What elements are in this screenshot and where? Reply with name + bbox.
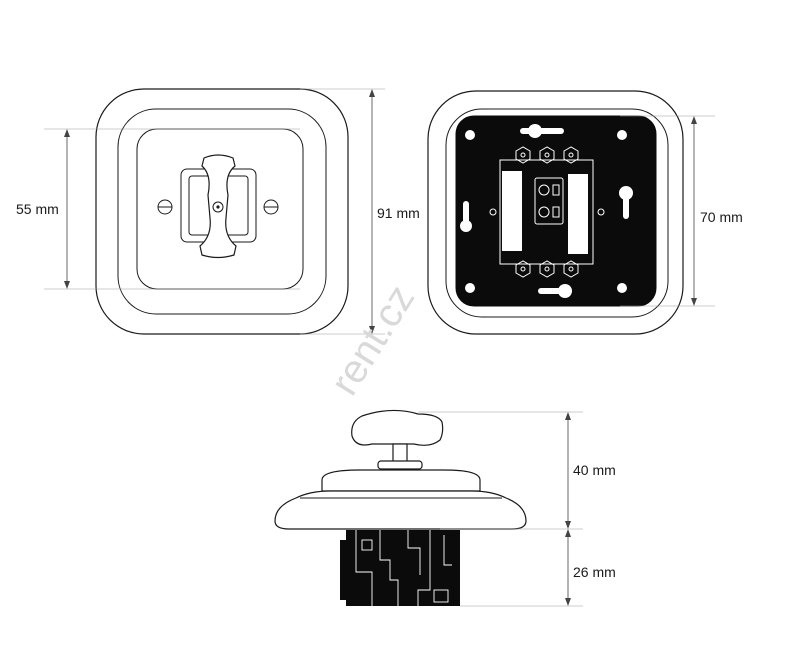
dimension-26mm: 26 mm xyxy=(460,529,616,607)
knob-collar xyxy=(377,460,423,470)
back-middle-frame xyxy=(445,108,669,318)
side-view xyxy=(274,409,527,606)
knob-shaft xyxy=(392,443,408,463)
dim-label-40mm: 40 mm xyxy=(573,462,616,478)
mounting-slot-right xyxy=(619,186,633,219)
dim-label-70mm: 70 mm xyxy=(700,209,743,225)
dim-label-55mm: 55 mm xyxy=(16,201,59,217)
knob-center-screw xyxy=(212,201,224,213)
mechanism-side xyxy=(340,530,460,606)
back-view xyxy=(427,90,684,335)
terminal-screws-bottom xyxy=(515,260,579,278)
dimension-40mm: 40 mm xyxy=(418,411,616,530)
cover-dome-base xyxy=(274,490,527,530)
contact-block xyxy=(534,177,564,225)
terminal-screws-top xyxy=(515,146,579,164)
dimension-70mm: 70 mm xyxy=(620,115,743,307)
mounting-slot-top xyxy=(520,124,564,138)
rotary-knob-side xyxy=(351,409,444,446)
dim-label-91mm: 91 mm xyxy=(377,205,420,221)
front-view xyxy=(95,88,349,335)
mounting-slot-bottom xyxy=(538,284,572,298)
cover-dome-top xyxy=(321,469,481,492)
dimension-91mm: 91 mm xyxy=(300,88,420,335)
front-middle-frame xyxy=(117,108,327,315)
dim-label-26mm: 26 mm xyxy=(573,564,616,580)
dimension-55mm: 55 mm xyxy=(16,128,300,290)
mounting-slot-left xyxy=(460,201,472,232)
